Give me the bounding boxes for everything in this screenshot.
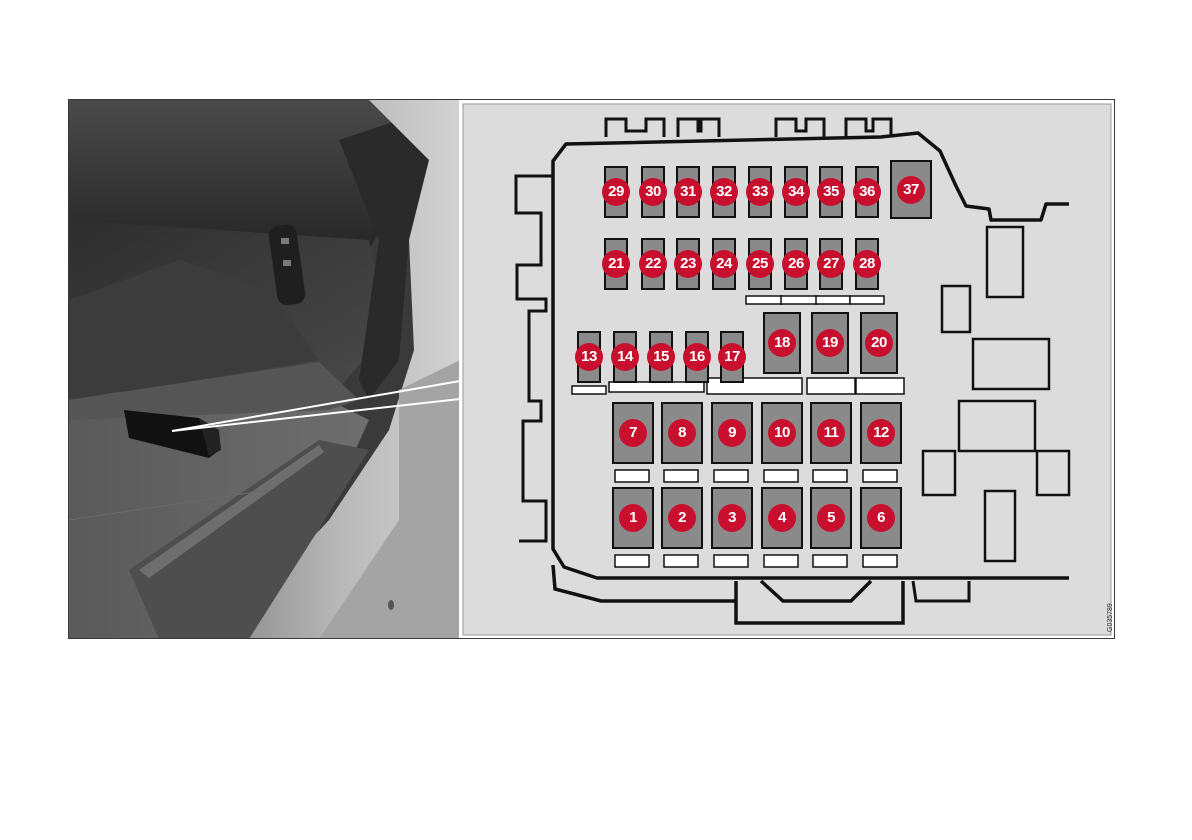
fuse-label-18: 18 [768,329,796,357]
fuse-label-37: 37 [897,176,925,204]
fuse-terminal [615,470,649,482]
fuse-label-33: 33 [746,178,774,206]
fuse-label-24: 24 [710,250,738,278]
image-code: G035789 [1107,603,1114,632]
fuse-label-12: 12 [867,419,895,447]
terminal-strip-1 [746,296,782,304]
fuse-label-5: 5 [817,504,845,532]
fuse-label-8: 8 [668,419,696,447]
fuse-label-14: 14 [611,343,639,371]
fuse-label-6: 6 [867,504,895,532]
fuse-label-26: 26 [782,250,810,278]
fuse-label-3: 3 [718,504,746,532]
fuse-terminal [764,470,798,482]
terminal-strip-5 [572,386,606,394]
terminal-strip-9 [856,378,904,394]
fuse-label-11: 11 [817,419,845,447]
fuse-label-15: 15 [647,343,675,371]
fuse-terminal [863,470,897,482]
fuse-terminal [863,555,897,567]
fuse-terminal [664,470,698,482]
fuse-label-7: 7 [619,419,647,447]
terminal-strip-6 [609,382,704,392]
fuse-label-2: 2 [668,504,696,532]
fuse-label-30: 30 [639,178,667,206]
fuse-label-20: 20 [865,329,893,357]
fuse-label-32: 32 [710,178,738,206]
fuse-label-19: 19 [816,329,844,357]
fuse-label-9: 9 [718,419,746,447]
fuse-label-1: 1 [619,504,647,532]
fuse-terminal [813,470,847,482]
fuse-label-13: 13 [575,343,603,371]
fuse-label-21: 21 [602,250,630,278]
fuse-terminal [615,555,649,567]
fuse-label-4: 4 [768,504,796,532]
fuse-label-35: 35 [817,178,845,206]
fuse-label-22: 22 [639,250,667,278]
terminal-strip-4 [850,296,884,304]
fuse-label-27: 27 [817,250,845,278]
fuse-terminal [714,470,748,482]
fuse-label-31: 31 [674,178,702,206]
fuse-terminal [764,555,798,567]
fuse-label-34: 34 [782,178,810,206]
fuse-terminal [813,555,847,567]
fuse-label-25: 25 [746,250,774,278]
fuse-label-23: 23 [674,250,702,278]
fuse-terminal [714,555,748,567]
fuse-label-17: 17 [718,343,746,371]
fuse-label-10: 10 [768,419,796,447]
fuse-label-16: 16 [683,343,711,371]
fuse-terminal [664,555,698,567]
terminal-strip-3 [816,296,850,304]
cargo-compartment-illustration [69,100,460,639]
fuse-label-28: 28 [853,250,881,278]
terminal-strip-2 [781,296,817,304]
fuse-label-36: 36 [853,178,881,206]
terminal-strip-8 [807,378,855,394]
fuse-label-29: 29 [602,178,630,206]
